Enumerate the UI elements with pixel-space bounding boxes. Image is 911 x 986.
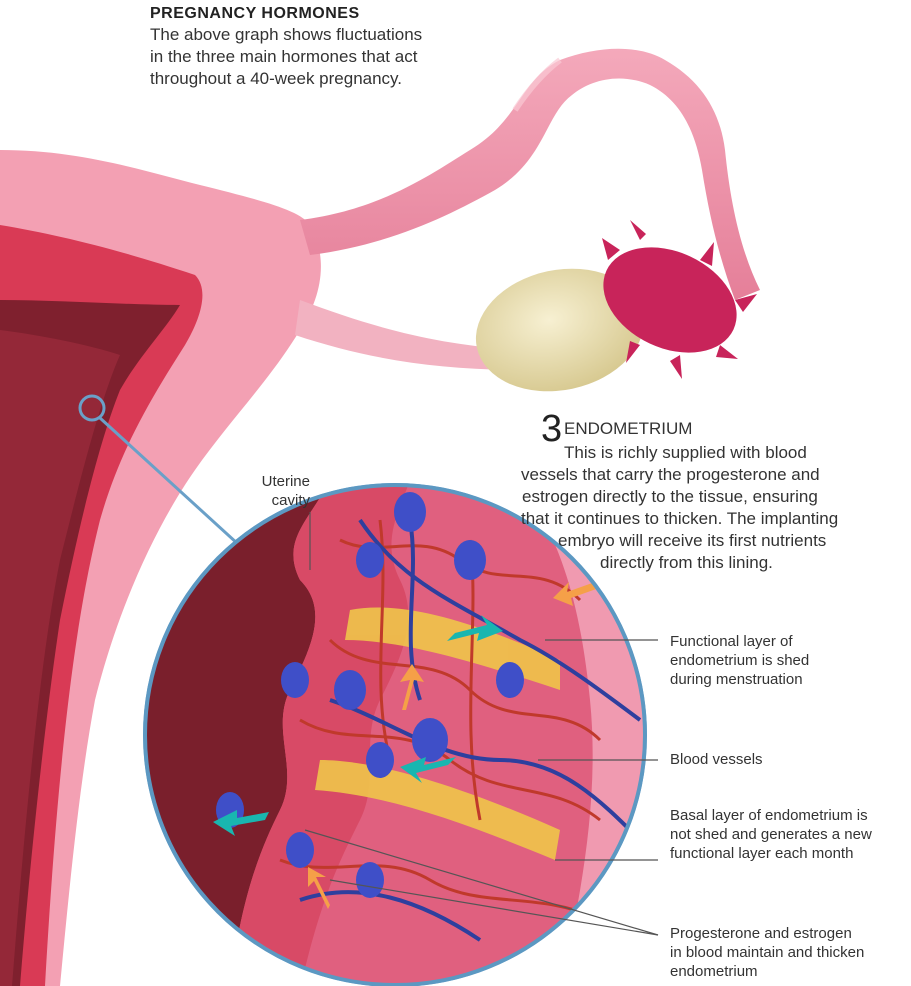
label-hormones: Progesterone and estrogen in blood maint… — [670, 924, 910, 981]
label-line: Progesterone and estrogen — [670, 924, 910, 943]
intro-caption: PREGNANCY HORMONES The above graph shows… — [150, 5, 480, 90]
endometrium-line: directly from this lining. — [600, 552, 911, 574]
label-line: in blood maintain and thicken — [670, 943, 910, 962]
intro-body: The above graph shows fluctuations in th… — [150, 24, 480, 90]
label-uterine-cavity: Uterine cavity — [240, 472, 310, 510]
label-line: endometrium — [670, 962, 910, 981]
endometrium-line: This is richly supplied with blood — [545, 442, 911, 464]
endometrium-caption: 3 ENDOMETRIUM This is richly supplied wi… — [545, 418, 911, 574]
label-line: endometrium is shed — [670, 651, 910, 670]
endometrium-title: ENDOMETRIUM — [564, 418, 692, 440]
endometrium-line: embryo will receive its first nutrients — [558, 530, 911, 552]
label-line: not shed and generates a new — [670, 825, 910, 844]
label-line: Basal layer of endometrium is — [670, 806, 910, 825]
intro-line: in the three main hormones that act — [150, 46, 480, 68]
label-line: functional layer each month — [670, 844, 910, 863]
step-number: 3 — [541, 414, 562, 444]
intro-line: The above graph shows fluctuations — [150, 24, 480, 46]
endometrium-line: vessels that carry the progesterone and — [521, 464, 911, 486]
label-functional-layer: Functional layer of endometrium is shed … — [670, 632, 910, 689]
label-blood-vessels: Blood vessels — [670, 750, 910, 769]
label-line: Uterine — [240, 472, 310, 491]
label-basal-layer: Basal layer of endometrium is not shed a… — [670, 806, 910, 863]
label-line: Functional layer of — [670, 632, 910, 651]
endometrium-body: This is richly supplied with blood vesse… — [545, 442, 911, 574]
label-line: Blood vessels — [670, 750, 910, 769]
endometrium-line: that it continues to thicken. The implan… — [521, 508, 911, 530]
label-line: cavity — [240, 491, 310, 510]
endometrium-line: estrogen directly to the tissue, ensurin… — [522, 486, 911, 508]
intro-line: throughout a 40-week pregnancy. — [150, 68, 480, 90]
intro-title: PREGNANCY HORMONES — [150, 5, 480, 23]
label-line: during menstruation — [670, 670, 910, 689]
